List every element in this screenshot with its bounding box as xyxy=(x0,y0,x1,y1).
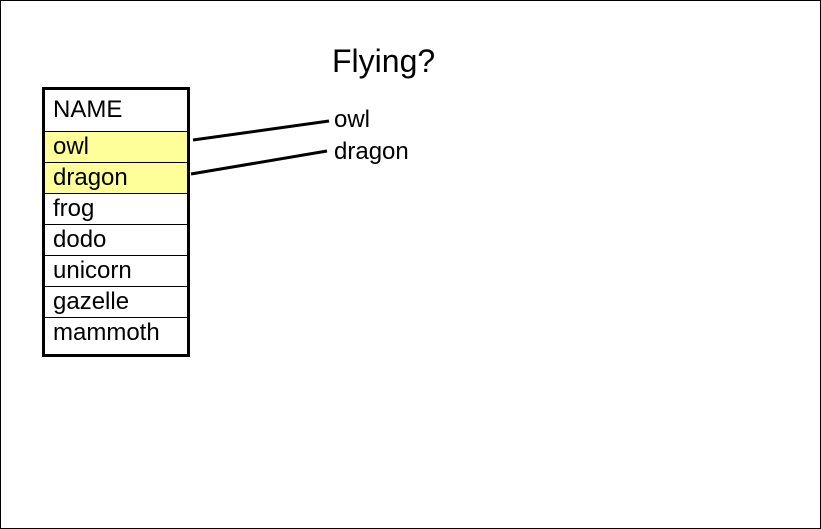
table-row-unicorn: unicorn xyxy=(45,255,187,286)
table-row-gazelle: gazelle xyxy=(45,286,187,317)
table-row-dragon: dragon xyxy=(45,162,187,193)
table-row-dodo: dodo xyxy=(45,224,187,255)
table-header: NAME xyxy=(53,96,123,123)
table-row-mammoth: mammoth xyxy=(45,317,187,354)
table-row-frog: frog xyxy=(45,193,187,224)
result-label-dragon: dragon xyxy=(334,138,409,165)
table-row-owl: owl xyxy=(45,131,187,162)
result-label-owl: owl xyxy=(334,106,371,133)
diagram-title: Flying? xyxy=(332,43,436,79)
name-table: NAME owl dragon frog dodo unicorn gazell… xyxy=(42,87,190,357)
